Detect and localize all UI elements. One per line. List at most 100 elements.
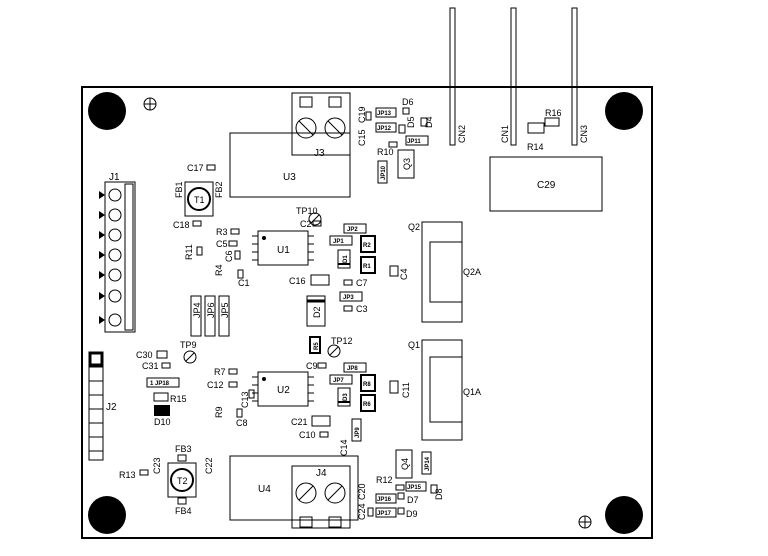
terminal-j3: J3 U3 — [229, 92, 351, 198]
capacitors: C2 C5 C6 C1 C16 C7 C3 C4 C9 C12 C13 C8 C… — [136, 106, 411, 520]
jumpers-jp4-jp6: JP4 JP6 JP5 — [190, 295, 230, 337]
label-jp18: 1 JP18 — [150, 381, 170, 387]
label-q2: Q2 — [408, 222, 420, 232]
label-cn3: CN3 — [579, 125, 589, 143]
label-r2: R2 — [363, 243, 371, 249]
label-fb1: FB1 — [174, 181, 184, 198]
label-c29: C29 — [537, 180, 556, 191]
label-c11: C11 — [401, 382, 411, 398]
ic-u1: U1 — [252, 230, 314, 266]
label-d5: D5 — [406, 116, 416, 128]
label-c3: C3 — [356, 304, 368, 314]
label-q1a: Q1A — [463, 387, 481, 397]
label-d2: D2 — [312, 306, 322, 318]
label-q3: Q3 — [402, 158, 412, 170]
label-c15: C15 — [357, 129, 367, 146]
label-d10: D10 — [154, 417, 171, 427]
label-jp16: JP16 — [377, 497, 392, 503]
label-c17: C17 — [187, 163, 204, 173]
label-q4: Q4 — [400, 458, 410, 470]
label-q1: Q1 — [408, 340, 420, 350]
label-r6: R6 — [363, 402, 371, 408]
test-points: TP10 TP9 TP12 — [180, 206, 353, 364]
label-cn2: CN2 — [457, 125, 467, 143]
label-tp9: TP9 — [180, 340, 197, 350]
connector-j1: J1 — [99, 172, 136, 333]
label-d6: D6 — [402, 97, 414, 107]
label-r12: R12 — [376, 475, 393, 485]
label-jp11: JP11 — [407, 139, 421, 145]
label-d1: D1 — [343, 255, 349, 263]
label-j2: J2 — [106, 402, 117, 413]
label-u4: U4 — [258, 484, 271, 495]
label-c4: C4 — [399, 268, 409, 280]
label-jp13: JP13 — [377, 111, 392, 117]
label-r4: R4 — [214, 264, 224, 276]
label-u1: U1 — [277, 245, 290, 256]
label-r11: R11 — [184, 244, 194, 260]
mosfet-q1: Q1 Q1A — [408, 339, 481, 441]
label-jp2: JP2 — [347, 227, 358, 233]
label-jp5: JP5 — [220, 302, 230, 318]
label-jp6: JP6 — [206, 302, 216, 318]
label-c2: C2 — [300, 219, 312, 229]
label-r16: R16 — [545, 108, 562, 118]
label-c23: C23 — [152, 457, 162, 474]
label-r8: R8 — [363, 382, 371, 388]
mounting-holes — [88, 92, 643, 534]
jumpers-small: JP2 JP1 JP3 JP8 JP7 JP9 JP13 JP12 JP11 J… — [146, 107, 432, 518]
label-c18: C18 — [173, 220, 190, 230]
label-c21: C21 — [291, 417, 308, 427]
label-c24: C24 — [357, 503, 367, 520]
label-c31: C31 — [142, 361, 159, 371]
ic-u2: U2 — [252, 371, 314, 407]
label-tp10: TP10 — [296, 206, 318, 216]
label-c16: C16 — [289, 276, 306, 286]
connector-j2: J2 — [88, 351, 117, 461]
label-u3: U3 — [283, 172, 296, 183]
label-jp15: JP15 — [407, 485, 422, 491]
label-r7: R7 — [214, 367, 226, 377]
label-jp1: JP1 — [333, 239, 344, 245]
label-r10: R10 — [377, 147, 394, 157]
label-jp7: JP7 — [333, 378, 344, 384]
label-d9: D9 — [406, 509, 418, 519]
label-c12: C12 — [207, 380, 224, 390]
fiducial-marks — [143, 97, 592, 529]
mosfet-q2: Q2 Q2A — [408, 221, 481, 323]
label-jp17: JP17 — [377, 511, 392, 517]
terminal-j4: U4 J4 — [229, 455, 359, 529]
label-r3: R3 — [216, 227, 228, 237]
label-r14: R14 — [527, 142, 544, 152]
label-fb4: FB4 — [175, 506, 192, 516]
label-r15: R15 — [170, 394, 187, 404]
label-c30: C30 — [136, 350, 153, 360]
label-j4: J4 — [316, 468, 327, 479]
label-c7: C7 — [356, 278, 368, 288]
label-c20: C20 — [357, 483, 367, 500]
label-c1: C1 — [238, 278, 250, 288]
label-c8: C8 — [236, 418, 248, 428]
transformer-t2: T2 FB3 FB4 R13 C23 C22 — [119, 444, 214, 516]
label-r5: R5 — [314, 342, 320, 350]
label-c14: C14 — [339, 439, 349, 456]
label-c5: C5 — [216, 239, 228, 249]
label-c13: C13 — [240, 391, 250, 408]
label-fb2: FB2 — [214, 181, 224, 198]
label-cn1: CN1 — [500, 125, 510, 143]
label-c6: C6 — [224, 250, 234, 262]
label-jp3: JP3 — [343, 295, 354, 301]
transistors-q3-q4: Q3 Q4 — [395, 149, 415, 479]
label-r9: R9 — [214, 406, 224, 418]
label-d7: D7 — [407, 495, 419, 505]
label-jp14: JP14 — [425, 456, 431, 471]
label-t2: T2 — [177, 476, 188, 486]
label-j3: J3 — [314, 148, 325, 159]
label-r1: R1 — [363, 264, 371, 270]
label-c22: C22 — [204, 457, 214, 474]
label-tp12: TP12 — [331, 336, 353, 346]
transformer-t1: T1 FB1 FB2 C17 C18 — [173, 163, 224, 230]
label-jp12: JP12 — [377, 126, 392, 132]
label-jp10: JP10 — [381, 165, 387, 180]
